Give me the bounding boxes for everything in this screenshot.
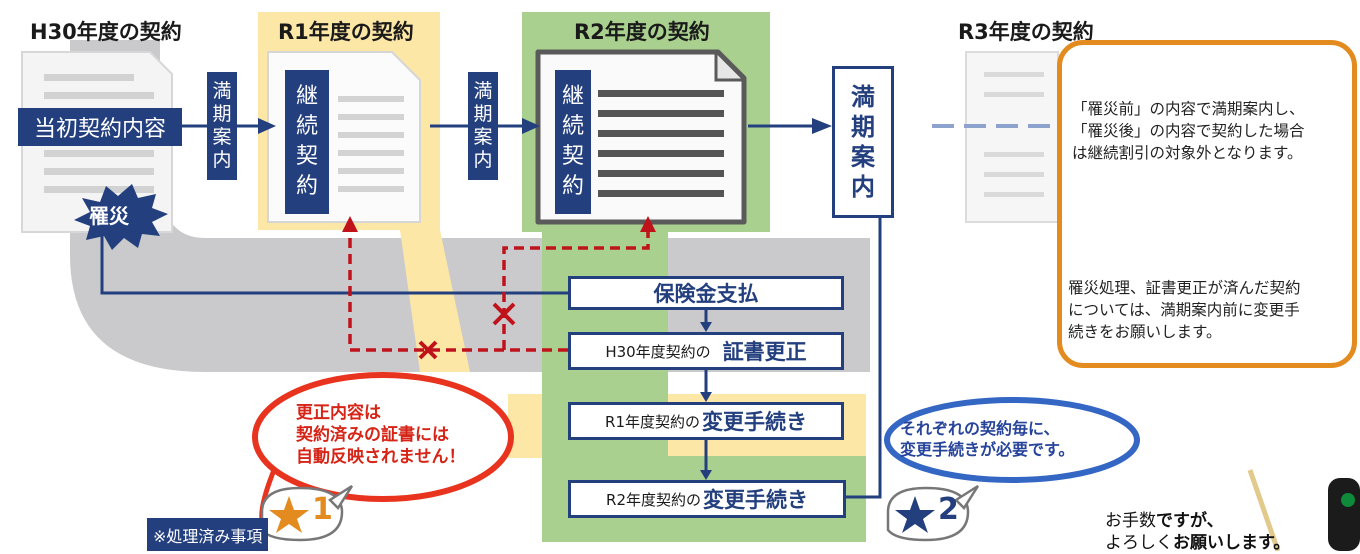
vchar: 続 <box>561 114 584 139</box>
cross-mark-icon <box>418 302 516 360</box>
closing-1a: お手数 <box>1105 511 1156 531</box>
disaster-burst-icon <box>74 184 168 250</box>
vchar: 継 <box>561 84 584 109</box>
vchar: 約 <box>561 174 584 199</box>
vchar: 継 <box>295 84 318 109</box>
ok-text: 罹災処理、証書更正が済んだ契約 については、満期案内前に変更手 続きをお願いしま… <box>1068 277 1301 343</box>
vchar: 内 <box>473 149 493 171</box>
warning-text: 「罹災前」の内容で満期案内し、 「罹災後」の内容で契約した場合 は継続割引の対象… <box>1072 98 1305 164</box>
vchar: 期 <box>473 103 493 125</box>
blocked-arrowheads <box>342 216 656 232</box>
vchar: 約 <box>295 174 318 199</box>
star-icon-2 <box>895 496 935 533</box>
notice-panel: 「罹災前」の内容で満期案内し、 「罹災後」の内容で契約した場合 は継続割引の対象… <box>1057 40 1357 368</box>
closing-line-1: お手数ですが、 <box>1105 510 1290 532</box>
vchar: 案 <box>212 126 232 148</box>
star-number-2: 2 <box>938 492 959 527</box>
year-header-r3: R3年度の契約 <box>958 20 1094 44</box>
blue-bubble-line: 変更手続きが必要です。 <box>900 440 1075 459</box>
closing-2b: お願いします。 <box>1173 533 1291 553</box>
blue-oval-bubble <box>884 397 1140 483</box>
renewal-box-r2: 継 続 契 約 <box>555 70 591 214</box>
vchar: 期 <box>851 113 875 141</box>
r2-change-main: 変更手続き <box>702 488 808 512</box>
initial-contract-box: 当初契約内容 <box>18 108 182 146</box>
closing-2a: よろしく <box>1105 533 1173 553</box>
year-header-r1: R1年度の契約 <box>278 20 414 44</box>
vchar: 案 <box>473 126 493 148</box>
warning-line: 「罹災前」の内容で満期案内し、 <box>1072 100 1305 118</box>
process-connectors <box>100 210 882 499</box>
vchar: 契 <box>295 144 318 169</box>
red-bubble-text: 更正内容は 契約済みの証書には 自動反映されません！ <box>296 402 466 468</box>
year-header-h30: H30年度の契約 <box>30 20 182 44</box>
vchar: 内 <box>851 173 875 201</box>
r1-change-prefix: R1年度契約の <box>605 412 700 431</box>
vchar: 続 <box>295 114 318 139</box>
closing-message: お手数ですが、 よろしくお願いします。 <box>1105 510 1290 554</box>
closing-line-2: よろしくお願いします。 <box>1105 532 1290 554</box>
traffic-light-icon <box>1247 469 1360 551</box>
ok-line: 続きをお願いします。 <box>1068 323 1222 341</box>
maturity-notice-1: 満 期 案 内 <box>207 72 237 180</box>
maturity-notice-3: 満 期 案 内 <box>832 66 894 218</box>
warning-line: は継続割引の対象外となります。 <box>1072 144 1303 162</box>
document-icon-r3 <box>965 51 1059 223</box>
r2-change-box: R2年度契約の 変更手続き <box>568 480 846 518</box>
blue-bubble-line: それぞれの契約毎に、 <box>900 419 1060 438</box>
vchar: 契 <box>561 144 584 169</box>
blue-bubble-text: それぞれの契約毎に、 変更手続きが必要です。 <box>900 418 1074 460</box>
ok-line: については、満期案内前に変更手 <box>1068 301 1300 319</box>
red-bubble-line: 自動反映されません！ <box>296 447 466 467</box>
r2-change-prefix: R2年度契約の <box>606 490 701 509</box>
star-icon-1 <box>269 496 309 533</box>
disaster-label: 罹災 <box>89 204 129 228</box>
cert-change-box: H30年度契約の 証書更正 <box>568 332 844 370</box>
cert-change-prefix: H30年度契約の <box>605 342 711 361</box>
yellow-diagonal <box>400 230 470 372</box>
year-header-r2: R2年度の契約 <box>574 20 710 44</box>
main-flow-arrowheads <box>258 118 832 134</box>
ok-line: 罹災処理、証書更正が済んだ契約 <box>1068 279 1301 297</box>
vchar: 案 <box>851 143 875 171</box>
r1-change-box: R1年度契約の 変更手続き <box>568 402 844 440</box>
vchar: 期 <box>212 103 232 125</box>
closing-1b: ですが、 <box>1156 511 1224 531</box>
red-bubble-line: 更正内容は <box>296 403 381 423</box>
warning-line: 「罹災後」の内容で契約した場合 <box>1072 122 1305 140</box>
vchar: 内 <box>212 149 232 171</box>
processed-items-tag: ※処理済み事項 <box>147 518 269 551</box>
star-number-1: 1 <box>312 492 333 527</box>
insurance-payment-box: 保険金支払 <box>568 276 844 310</box>
renewal-box-r1: 継 続 契 約 <box>285 70 329 214</box>
r1-change-main: 変更手続き <box>701 410 807 434</box>
vchar: 満 <box>212 80 232 102</box>
insurance-payment-label: 保険金支払 <box>653 282 759 306</box>
cert-change-main: 証書更正 <box>722 340 807 364</box>
blocked-paths <box>348 226 650 352</box>
vchar: 満 <box>851 83 875 111</box>
red-bubble-line: 契約済みの証書には <box>296 425 449 445</box>
vchar: 満 <box>473 80 493 102</box>
maturity-notice-2: 満 期 案 内 <box>468 72 498 180</box>
red-oval-bubble <box>252 372 514 521</box>
